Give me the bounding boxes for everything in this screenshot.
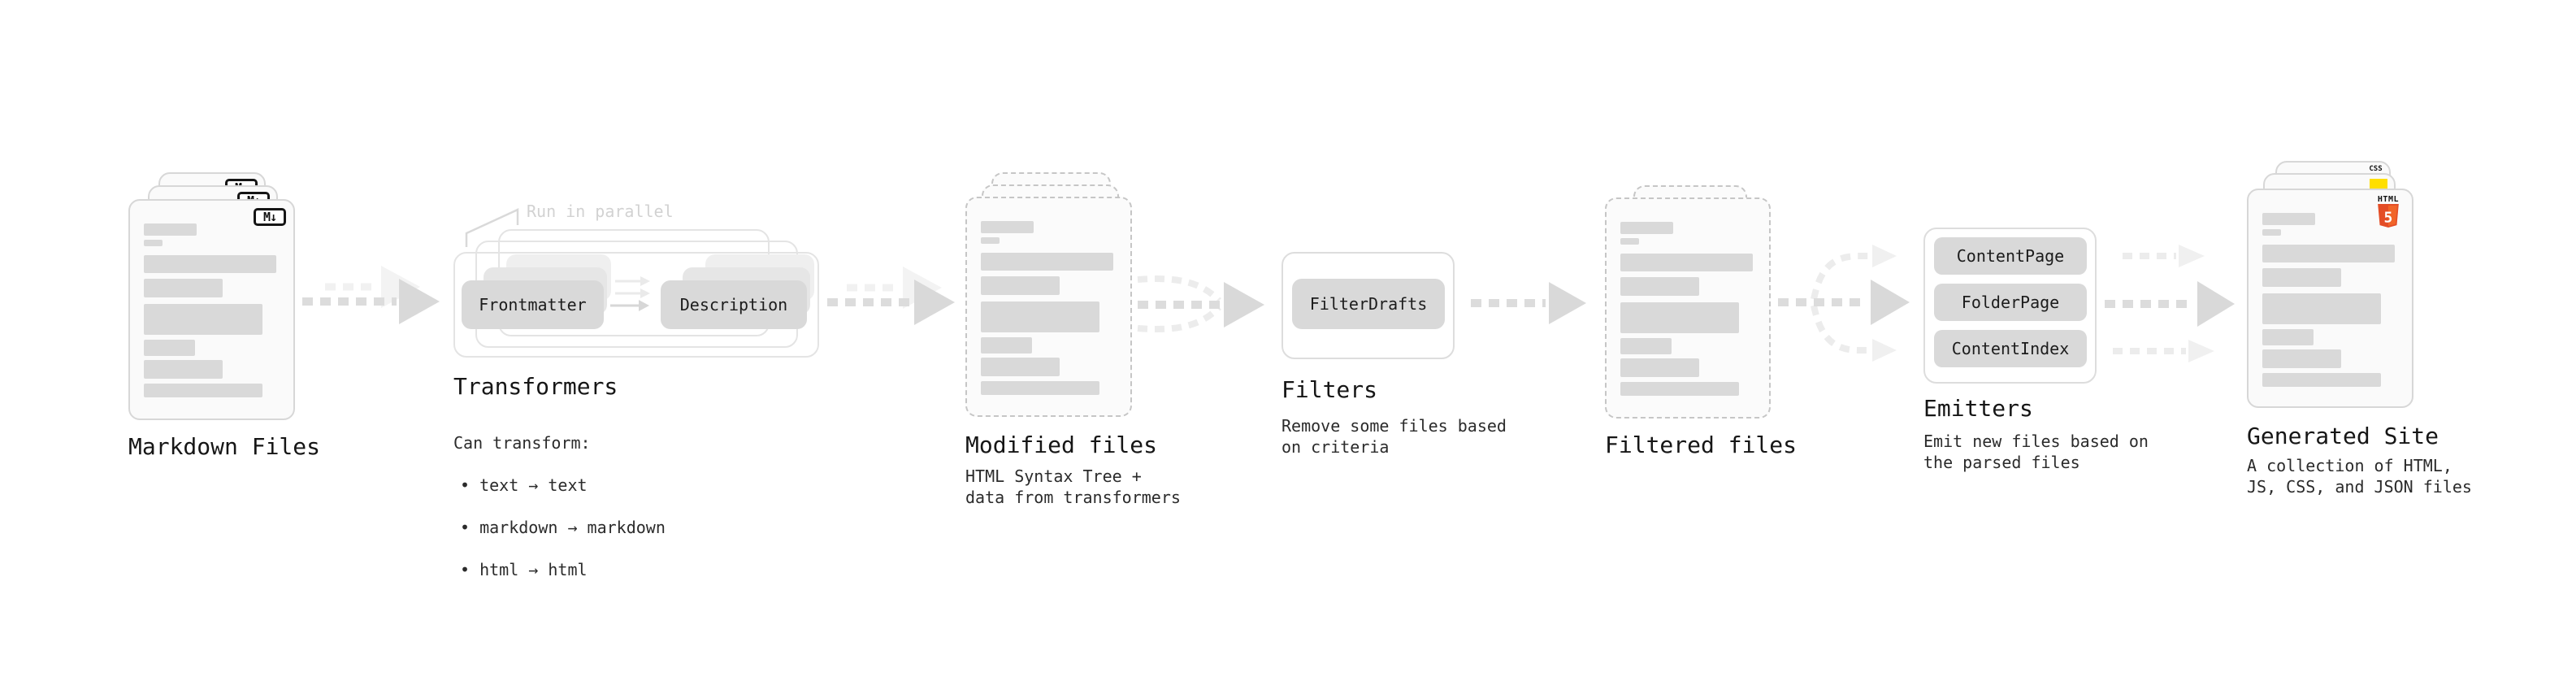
transform-bullet: • text → text <box>460 475 588 495</box>
html5-icon-word: HTML <box>2377 195 2399 204</box>
text-placeholder-bar <box>144 223 197 236</box>
emitters-label: Emitters <box>1923 395 2033 422</box>
text-placeholder-bar <box>144 240 163 246</box>
filtered-files-label: Filtered files <box>1605 432 1798 458</box>
description-pill: Description <box>661 280 807 329</box>
text-placeholder-bar <box>144 340 195 356</box>
arrow-filters-to-filtered <box>1471 282 1586 324</box>
text-placeholder-bar <box>1620 302 1739 333</box>
text-placeholder-bars <box>2262 213 2395 387</box>
folderpage-pill: FolderPage <box>1934 284 2087 321</box>
text-placeholder-bar <box>2262 229 2281 236</box>
css-icon-label: CSS <box>2369 165 2383 173</box>
filters-label: Filters <box>1281 376 1378 403</box>
arrow-modified-to-filters-merge <box>1137 275 1264 332</box>
text-placeholder-bar <box>1620 238 1639 245</box>
text-placeholder-bar <box>144 279 223 297</box>
text-placeholder-bar <box>2262 329 2314 345</box>
text-placeholder-bar <box>981 276 1060 295</box>
text-placeholder-bar <box>981 237 1000 244</box>
filters-caption: Remove some files based on criteria <box>1281 416 1507 457</box>
modified-files-caption: HTML Syntax Tree + data from transformer… <box>965 466 1181 507</box>
transformer-mini-arrows <box>610 276 650 311</box>
text-placeholder-bar <box>981 381 1099 395</box>
emitters-caption: Emit new files based on the parsed files <box>1923 432 2149 472</box>
markdown-file-card-front: M↓ <box>128 199 295 420</box>
text-placeholder-bar <box>981 253 1113 271</box>
text-placeholder-bar <box>144 384 262 397</box>
text-placeholder-bar <box>981 221 1034 233</box>
filtered-file-card-front <box>1605 197 1771 419</box>
arrow-markdown-to-transformers <box>302 266 440 324</box>
modified-file-card-front <box>965 197 1132 417</box>
text-placeholder-bar <box>981 301 1099 332</box>
text-placeholder-bar <box>144 360 223 379</box>
callout-run-in-parallel-line <box>465 208 519 247</box>
transformers-label: Transformers <box>453 373 618 400</box>
text-placeholder-bar <box>2262 293 2381 324</box>
text-placeholder-bars <box>1620 222 1753 396</box>
text-placeholder-bar <box>1620 254 1753 271</box>
html5-icon: HTML 5 <box>2378 195 2399 228</box>
html5-shield: 5 <box>2378 204 2399 228</box>
run-in-parallel-annotation: Run in parallel <box>527 202 674 221</box>
text-placeholder-bars <box>981 221 1113 395</box>
text-placeholder-bar <box>981 358 1060 376</box>
text-placeholder-bar <box>1620 338 1672 354</box>
transformers-caption-title: Can transform: <box>453 433 591 453</box>
text-placeholder-bar <box>144 255 276 273</box>
text-placeholder-bar <box>1620 222 1673 234</box>
markdown-icon: M↓ <box>254 208 286 226</box>
text-placeholder-bar <box>1620 382 1739 396</box>
text-placeholder-bar <box>1620 277 1699 296</box>
markdown-files-label: Markdown Files <box>128 433 321 460</box>
arrow-transformers-to-modified <box>827 267 955 325</box>
arrow-emitters-to-generated <box>2105 245 2235 362</box>
arrow-filtered-to-emitters-split <box>1778 245 1910 362</box>
modified-files-label: Modified files <box>965 432 1158 458</box>
text-placeholder-bar <box>2262 213 2315 225</box>
text-placeholder-bar <box>144 304 262 335</box>
text-placeholder-bars <box>144 223 276 397</box>
js-file-icon <box>2370 179 2387 189</box>
transformer-frame-front <box>453 252 819 358</box>
generated-site-caption: A collection of HTML, JS, CSS, and JSON … <box>2247 456 2472 497</box>
transform-bullet: • html → html <box>460 560 588 579</box>
svg-text:5: 5 <box>2384 209 2393 226</box>
frontmatter-pill: Frontmatter <box>462 280 604 329</box>
generated-site-label: Generated Site <box>2247 423 2439 449</box>
text-placeholder-bar <box>2262 373 2381 387</box>
text-placeholder-bar <box>981 337 1032 354</box>
text-placeholder-bar <box>2262 268 2341 287</box>
generated-file-card-front: HTML 5 <box>2247 189 2413 408</box>
text-placeholder-bar <box>2262 349 2341 368</box>
text-placeholder-bar <box>2262 245 2395 262</box>
text-placeholder-bar <box>1620 358 1699 377</box>
contentindex-pill: ContentIndex <box>1934 330 2087 367</box>
transformers-caption: Can transform: • text → text • markdown … <box>453 411 666 601</box>
transform-bullet: • markdown → markdown <box>460 518 666 537</box>
contentpage-pill: ContentPage <box>1934 237 2087 275</box>
filterdrafts-pill: FilterDrafts <box>1292 279 1445 329</box>
